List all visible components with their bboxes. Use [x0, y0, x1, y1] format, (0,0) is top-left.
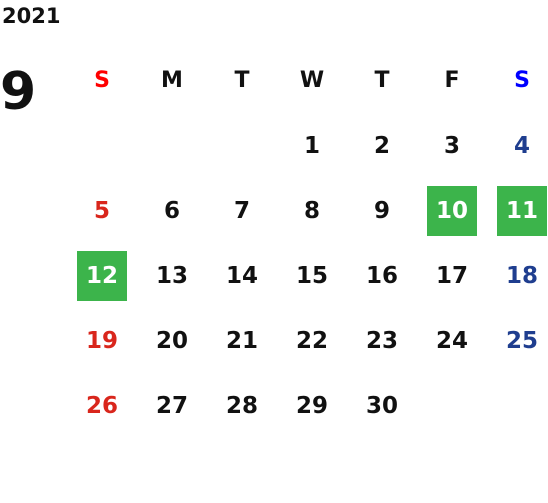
year-label: 2021: [2, 4, 61, 28]
weekday-header-sunday: S: [94, 68, 110, 93]
highlighted-day: 12: [77, 250, 127, 301]
day-cell: 8: [303, 197, 320, 224]
day-cell: 14: [225, 262, 258, 289]
weekday-header-monday: M: [161, 68, 183, 93]
weekday-header-saturday: S: [514, 68, 530, 93]
day-cell: [487, 373, 548, 438]
day-cell: 1: [303, 132, 320, 159]
day-cell: 28: [225, 392, 258, 419]
day-cell: [67, 113, 137, 178]
day-cell: 29: [295, 392, 328, 419]
day-cell: 22: [295, 327, 328, 354]
weekday-header-thursday: T: [374, 68, 390, 93]
day-cell: 18: [505, 262, 538, 289]
day-cell: [207, 113, 277, 178]
day-cell: 30: [365, 392, 398, 419]
day-cell: 13: [155, 262, 188, 289]
day-cell: 23: [365, 327, 398, 354]
weekday-header-tuesday: T: [234, 68, 250, 93]
day-cell: 25: [505, 327, 538, 354]
day-cell: [417, 373, 487, 438]
highlighted-day: 11: [497, 185, 547, 236]
highlighted-day: 10: [427, 185, 477, 236]
day-cell: 11: [487, 178, 548, 243]
day-cell: 27: [155, 392, 188, 419]
day-cell: 6: [163, 197, 180, 224]
day-cell: 19: [85, 327, 118, 354]
calendar-grid: S M T W T F S 1 2 3 4 5 6 7 8 9 10 11 12…: [67, 48, 548, 438]
month-label: 9: [0, 62, 37, 122]
day-cell: 15: [295, 262, 328, 289]
day-cell: 21: [225, 327, 258, 354]
day-cell: 10: [417, 178, 487, 243]
day-cell: 12: [67, 243, 137, 308]
day-cell: 4: [513, 132, 530, 159]
weekday-header-friday: F: [444, 68, 460, 93]
day-cell: 7: [233, 197, 250, 224]
day-cell: 20: [155, 327, 188, 354]
day-cell: 26: [85, 392, 118, 419]
day-cell: 24: [435, 327, 468, 354]
day-cell: 3: [443, 132, 460, 159]
day-cell: 17: [435, 262, 468, 289]
day-cell: 2: [373, 132, 390, 159]
weekday-header-wednesday: W: [299, 68, 325, 93]
day-cell: 5: [93, 197, 110, 224]
day-cell: [137, 113, 207, 178]
day-cell: 9: [373, 197, 390, 224]
day-cell: 16: [365, 262, 398, 289]
